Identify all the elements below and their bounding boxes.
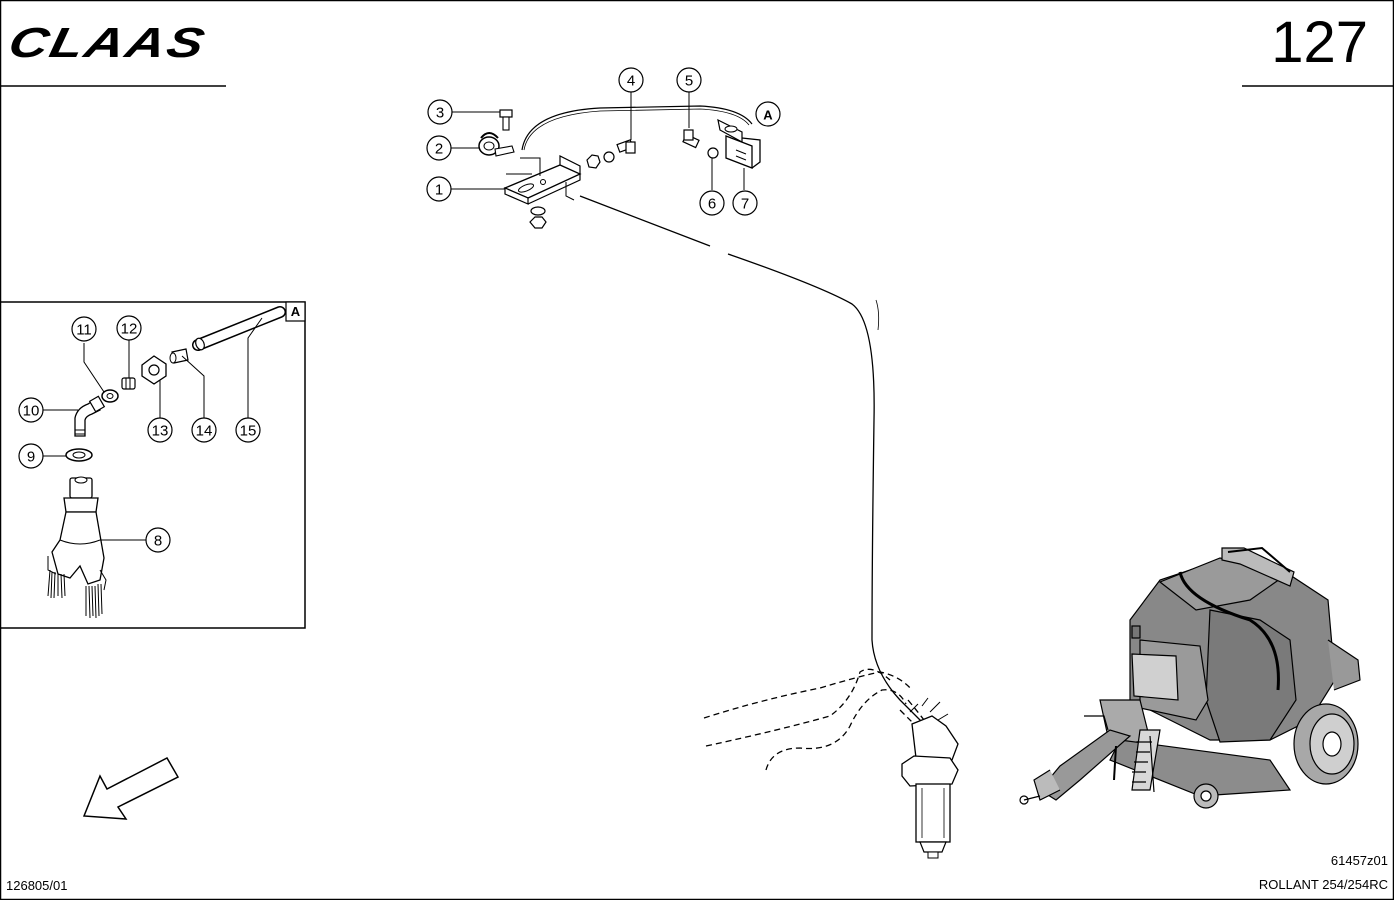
callout-6: 6 <box>708 196 716 213</box>
callout-13: 13 <box>152 423 169 440</box>
lubrication-hose <box>579 195 931 731</box>
callout-8: 8 <box>154 533 162 550</box>
callout-4: 4 <box>627 73 635 90</box>
callout-7: 7 <box>741 196 749 213</box>
callout-15: 15 <box>240 423 257 440</box>
document-reference: 126805/01 <box>6 878 68 893</box>
detail-box-a: A <box>0 301 306 629</box>
page-number: 127 <box>1271 10 1368 75</box>
brush-fitting-part-8 <box>47 476 107 619</box>
model-name: ROLLANT 254/254RC <box>1258 877 1388 892</box>
figure-id: 61457z01 <box>1330 853 1388 868</box>
callout-11: 11 <box>76 322 92 339</box>
callout-5: 5 <box>685 73 693 90</box>
detail-ref-a: A <box>763 108 773 123</box>
callout-1: 1 <box>435 182 443 199</box>
callout-10: 10 <box>23 403 40 420</box>
callout-3: 3 <box>436 105 444 122</box>
callout-12: 12 <box>121 321 138 338</box>
pump-assembly <box>901 697 959 859</box>
dashed-lines <box>703 668 925 771</box>
callout-9: 9 <box>27 449 35 466</box>
callout-2: 2 <box>435 141 443 158</box>
baler-overview <box>1019 546 1361 809</box>
direction-arrow <box>82 757 180 820</box>
callout-14: 14 <box>196 423 213 440</box>
detail-box-label: A <box>291 304 301 319</box>
bracket-assembly: 1 2 3 4 5 6 7 A <box>426 67 781 229</box>
